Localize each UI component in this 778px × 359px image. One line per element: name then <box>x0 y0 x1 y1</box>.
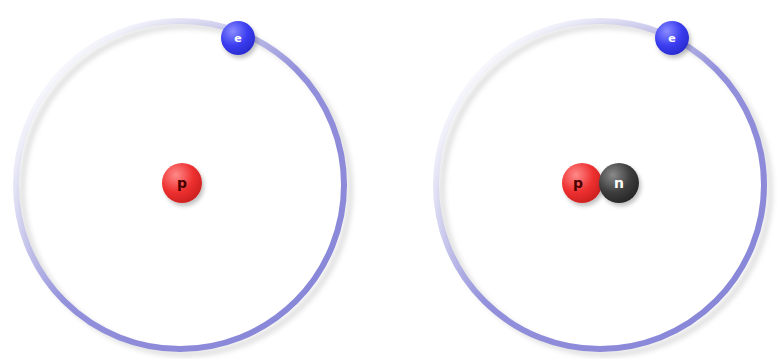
electron-ball: e <box>655 21 689 55</box>
electron-ball: e <box>221 21 255 55</box>
electron-orbit <box>16 21 344 349</box>
proton-ball: p <box>562 163 602 203</box>
neutron-ball: n <box>599 163 639 203</box>
electron-label: e <box>234 33 241 44</box>
proton-ball: p <box>162 163 202 203</box>
proton-label: p <box>177 176 187 190</box>
electron-label: e <box>668 33 675 44</box>
electron-orbit <box>436 21 764 349</box>
proton-label: p <box>573 176 583 190</box>
neutron-label: n <box>614 176 624 190</box>
